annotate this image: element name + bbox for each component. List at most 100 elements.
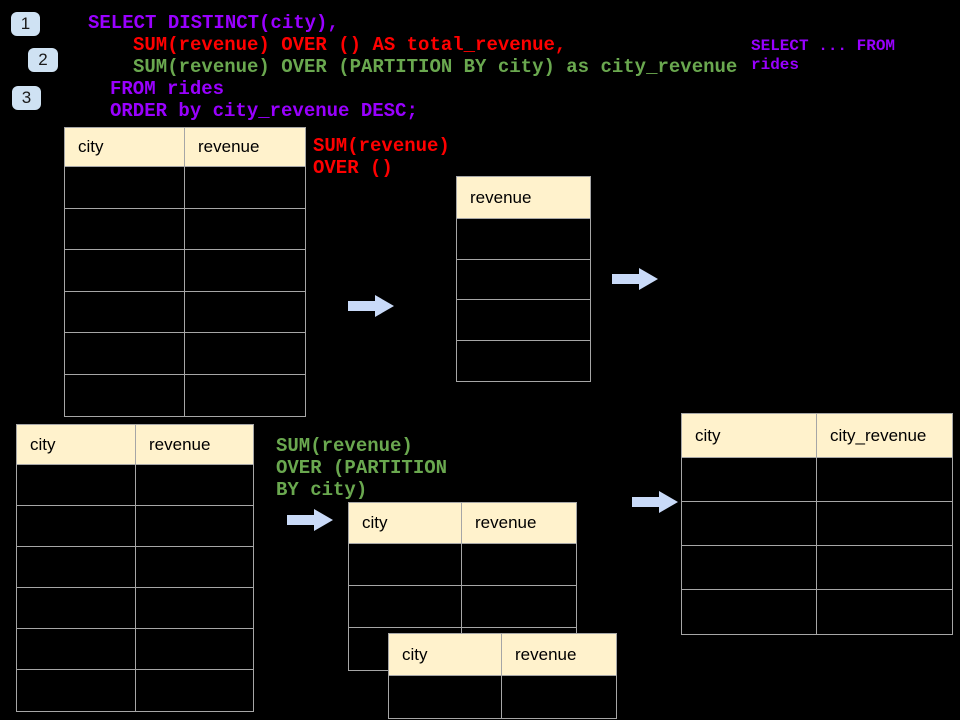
table-cell (682, 590, 817, 634)
table-cell (17, 629, 136, 670)
table-cell (457, 341, 590, 382)
table-row (349, 586, 576, 628)
table-cell (65, 208, 185, 250)
step-badge-1: 1 (11, 12, 40, 36)
table-row (17, 588, 253, 629)
right-arrow-icon (612, 268, 658, 290)
table-cell (136, 629, 253, 670)
column-header-revenue: revenue (136, 425, 253, 465)
table-row (17, 629, 253, 670)
table-row (682, 546, 952, 590)
side-note-line-2: rides (751, 56, 800, 74)
step-badge-2: 2 (28, 48, 58, 72)
table-row (457, 260, 590, 300)
table-row (17, 506, 253, 547)
table-row (457, 219, 590, 260)
sql-line-select: SELECT DISTINCT(city), (88, 12, 339, 34)
side-note-line-1: SELECT ... FROM (751, 37, 896, 55)
table-header-row: revenue (457, 177, 590, 219)
table-row (65, 333, 305, 375)
table-cell (817, 458, 952, 502)
table-partition-b: city revenue (388, 633, 617, 719)
sql-line-from: FROM rides (110, 78, 225, 100)
table-cell (185, 167, 305, 209)
table-cell (65, 250, 185, 292)
label-line: SUM(revenue) (276, 435, 413, 457)
table-cell (136, 465, 253, 506)
table-cell (136, 547, 253, 588)
table-source-top: city revenue (64, 127, 306, 417)
table-body (457, 219, 590, 381)
label-line: OVER (PARTITION (276, 457, 448, 479)
sql-line-order-by: ORDER by city_revenue DESC; (110, 100, 418, 122)
column-header-revenue: revenue (185, 128, 305, 167)
table-cell (136, 506, 253, 547)
column-header-revenue: revenue (502, 634, 616, 676)
column-header-city: city (17, 425, 136, 465)
table-cell (817, 502, 952, 546)
table-body (17, 465, 253, 711)
table-row (65, 291, 305, 333)
table-cell (65, 374, 185, 416)
table-cell (457, 219, 590, 260)
label-line: SUM(revenue) (313, 135, 450, 157)
table-cell (462, 544, 576, 586)
right-arrow-icon (348, 295, 394, 317)
table-row (65, 374, 305, 417)
table-row (65, 208, 305, 250)
table-cell (185, 333, 305, 375)
sql-line-city-revenue: SUM(revenue) OVER (PARTITION BY city) as… (133, 56, 738, 78)
table-cell (682, 546, 817, 590)
column-header-revenue: revenue (457, 177, 590, 219)
table-header-row: city city_revenue (682, 414, 952, 458)
table-header-row: city revenue (349, 503, 576, 544)
table-row (17, 547, 253, 588)
table-row (17, 670, 253, 711)
table-result: city city_revenue (681, 413, 953, 635)
table-cell (136, 670, 253, 711)
table-cell (17, 588, 136, 629)
table-row (349, 544, 576, 586)
table-cell (17, 670, 136, 711)
table-cell (185, 375, 305, 417)
table-cell (349, 544, 462, 586)
table-row (682, 458, 952, 502)
table-cell (502, 676, 616, 718)
step-badge-3: 3 (12, 86, 41, 110)
table-cell (17, 465, 136, 506)
table-cell (817, 546, 952, 590)
table-row (17, 465, 253, 506)
table-row (682, 590, 952, 634)
table-partition-a: city revenue (348, 502, 577, 671)
right-arrow-icon (287, 509, 333, 531)
table-cell (817, 590, 952, 634)
table-header-row: city revenue (65, 128, 305, 167)
table-row (65, 167, 305, 209)
column-header-city: city (389, 634, 502, 676)
label-line: BY city) (276, 479, 368, 501)
table-row (65, 250, 305, 292)
table-total-revenue: revenue (456, 176, 591, 382)
table-body (389, 676, 616, 718)
table-cell (17, 506, 136, 547)
table-cell (17, 547, 136, 588)
table-cell (457, 260, 590, 300)
table-cell (136, 588, 253, 629)
table-cell (65, 167, 185, 209)
table-cell (682, 502, 817, 546)
column-header-city: city (682, 414, 817, 458)
column-header-city: city (65, 128, 185, 167)
table-header-row: city revenue (389, 634, 616, 676)
table-header-row: city revenue (17, 425, 253, 465)
table-row (389, 676, 616, 718)
table-cell (185, 209, 305, 250)
table-cell (457, 300, 590, 341)
table-cell (65, 291, 185, 333)
table-cell (185, 292, 305, 333)
table-cell (349, 586, 462, 628)
table-body (65, 167, 305, 416)
table-cell (462, 586, 576, 628)
label-sum-over-partition: SUM(revenue) OVER (PARTITION BY city) (276, 435, 447, 501)
right-arrow-icon (632, 491, 678, 513)
column-header-city: city (349, 503, 462, 544)
